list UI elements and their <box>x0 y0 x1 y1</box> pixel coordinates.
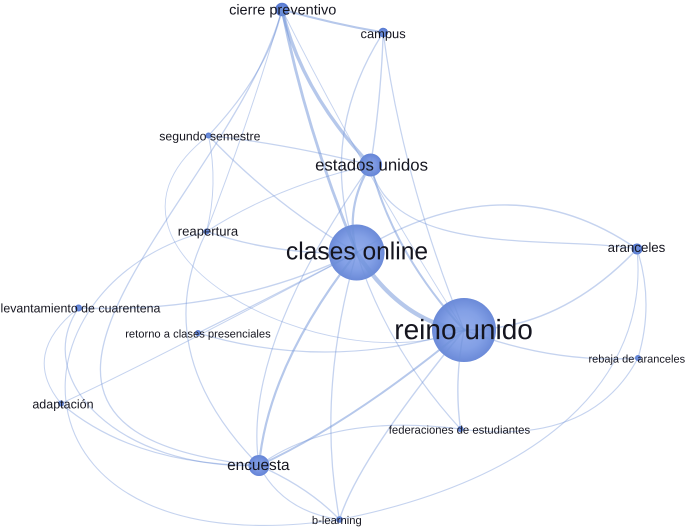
svg-text:reapertura: reapertura <box>178 224 239 239</box>
svg-text:cierre preventivo: cierre preventivo <box>229 2 336 18</box>
svg-text:b-learning: b-learning <box>312 515 362 527</box>
svg-text:aranceles: aranceles <box>608 240 666 255</box>
svg-text:clases online: clases online <box>286 238 428 265</box>
svg-text:adaptación: adaptación <box>32 397 93 411</box>
svg-text:federaciones de estudiantes: federaciones de estudiantes <box>389 425 531 437</box>
svg-text:estados unidos: estados unidos <box>315 156 428 175</box>
svg-text:rebaja de aranceles: rebaja de aranceles <box>588 354 685 366</box>
svg-text:encuesta: encuesta <box>227 457 290 474</box>
svg-text:segundo semestre: segundo semestre <box>159 129 260 143</box>
svg-text:retorno a clases presenciales: retorno a clases presenciales <box>125 328 271 340</box>
svg-text:levantamiento de cuarentena: levantamiento de cuarentena <box>1 301 161 315</box>
svg-text:campus: campus <box>361 26 406 41</box>
svg-text:reino unido: reino unido <box>394 314 533 345</box>
